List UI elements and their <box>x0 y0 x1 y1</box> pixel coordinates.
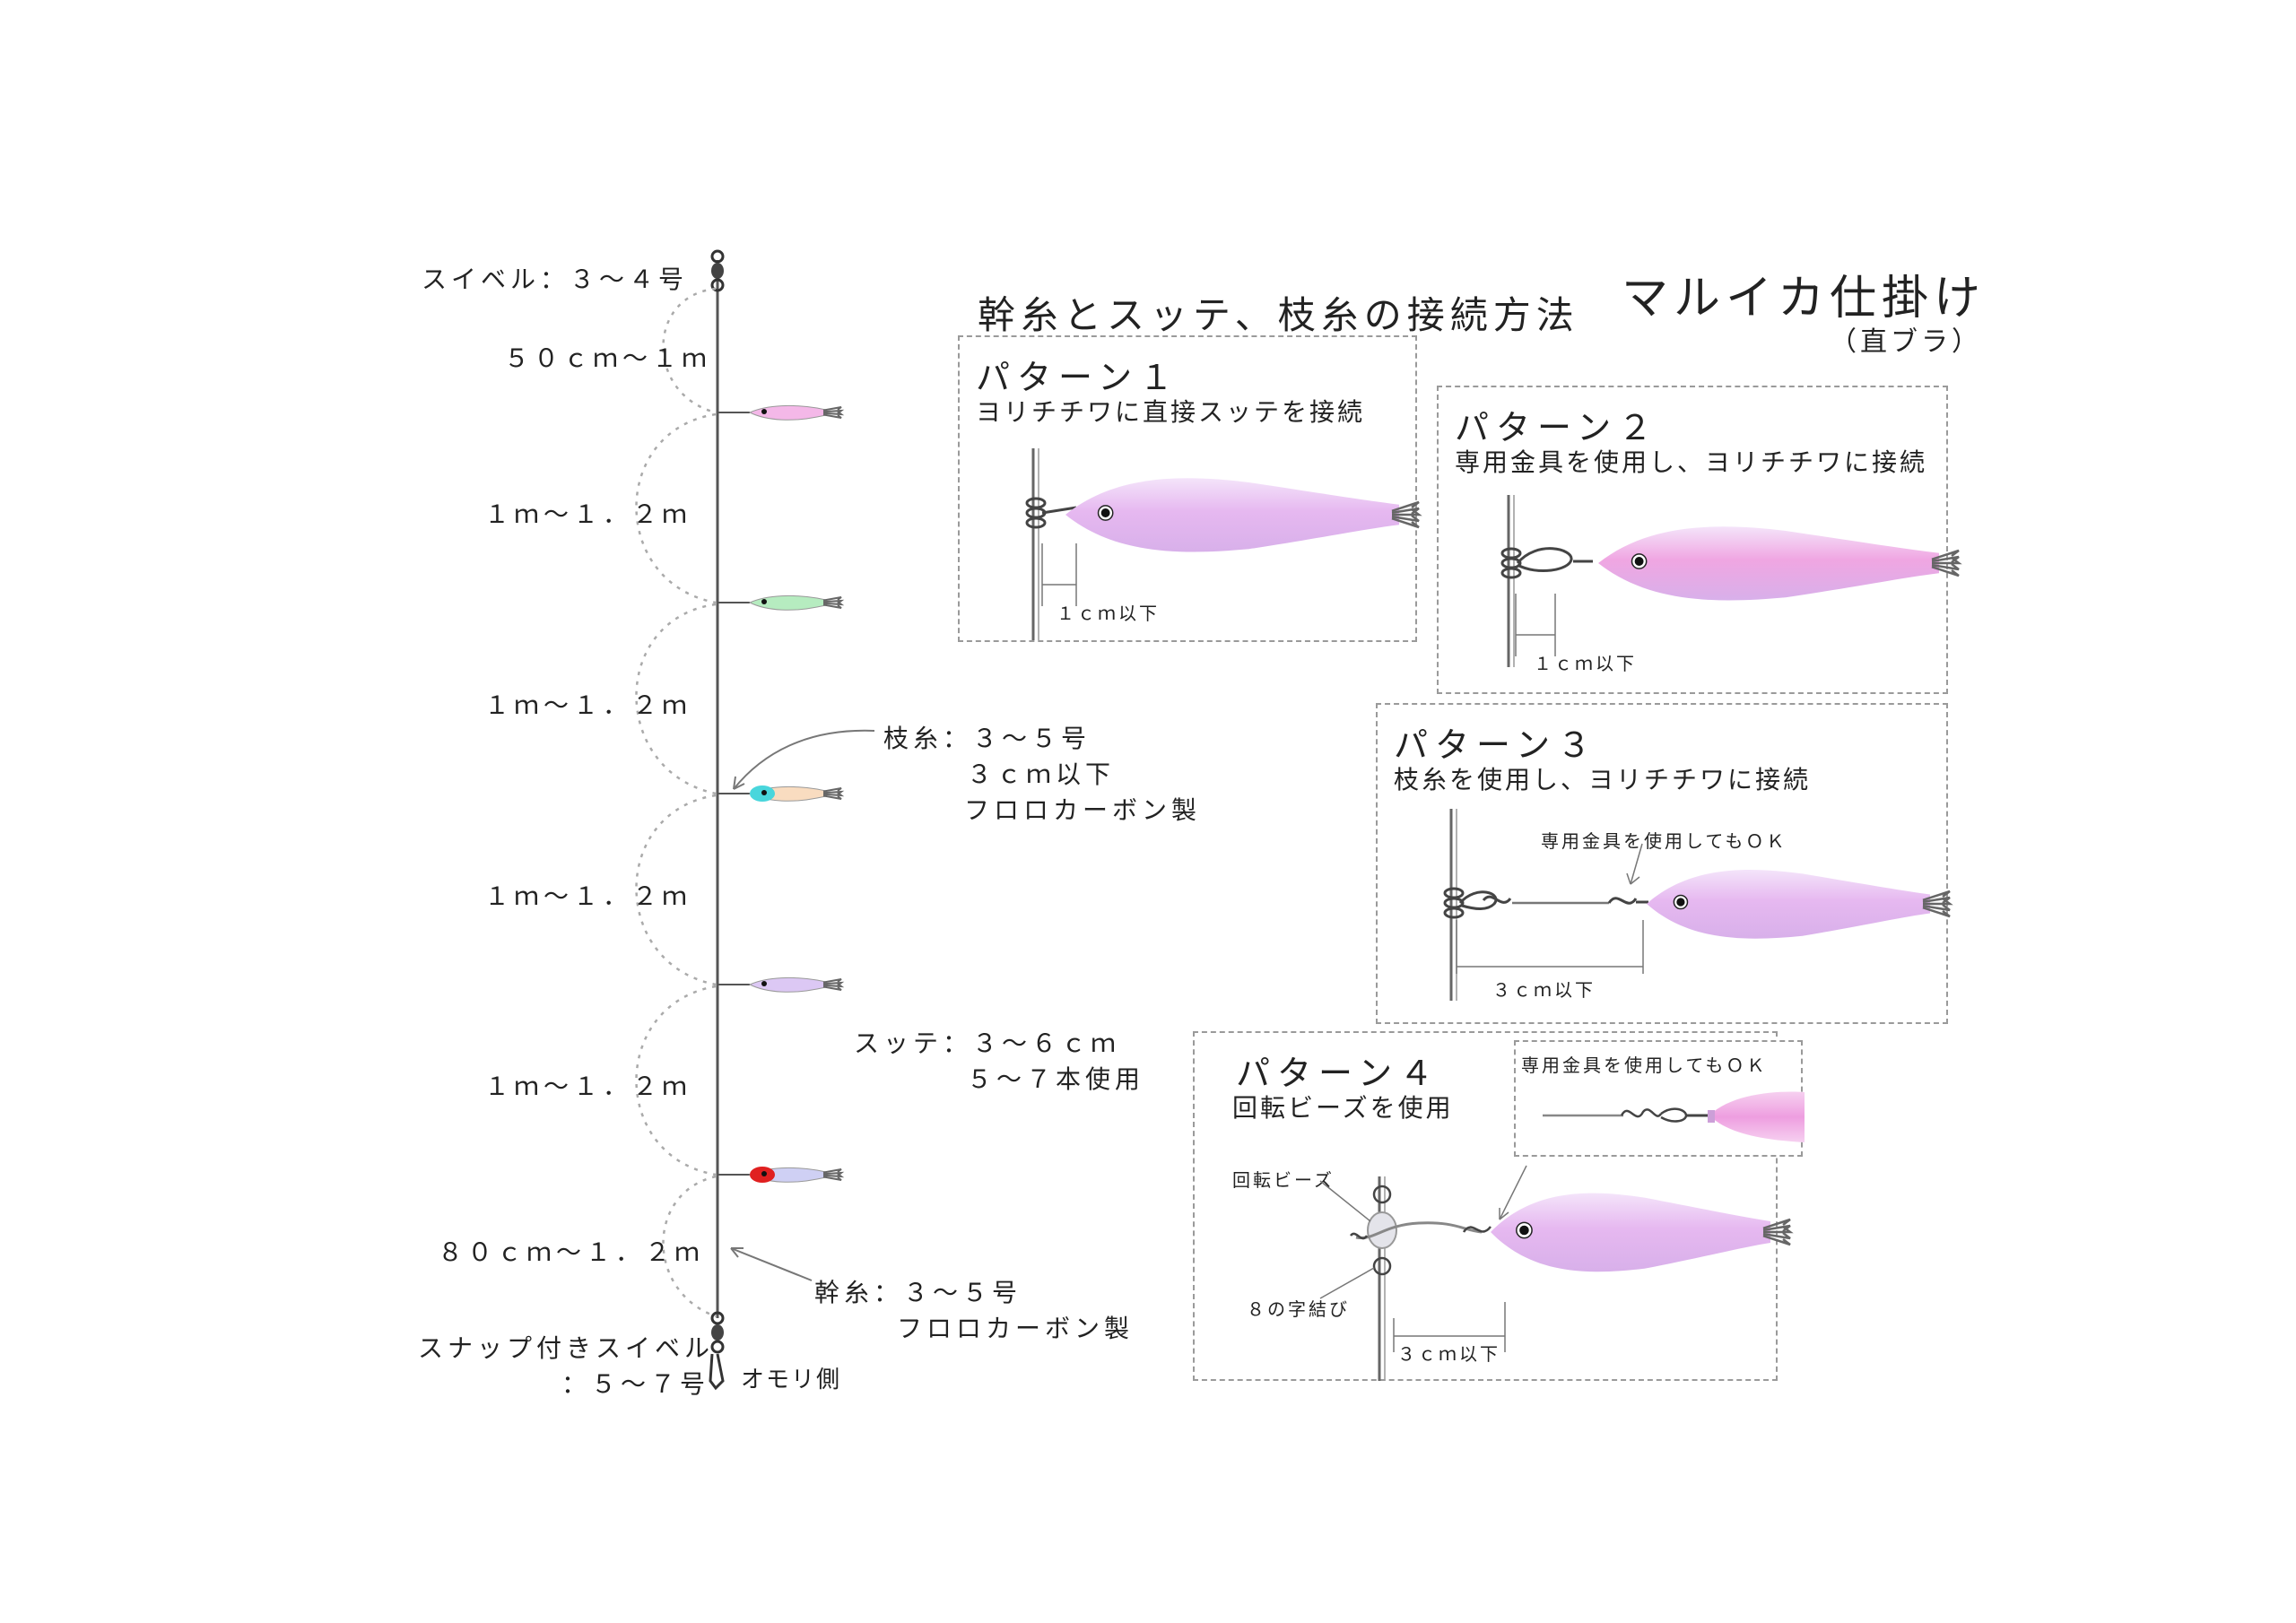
pattern-4-title: パターン４ <box>1236 1054 1441 1093</box>
pattern-2-box: パターン２ 専用金具を使用し、ヨリチチワに接続 １ｃｍ以下 <box>1437 386 1962 694</box>
pattern-3-lure <box>1647 870 1953 939</box>
pattern-4-bead-label: 回転ビーズ <box>1232 1169 1335 1191</box>
pattern-1-title: パターン１ <box>976 358 1181 397</box>
top-swivel-icon <box>710 249 725 292</box>
pattern-4-inset-illustration <box>1543 1091 1805 1142</box>
spacing-4-label: １ｍ～１．２ｍ <box>484 1072 692 1101</box>
pattern-2-note: １ｃｍ以下 <box>1534 653 1637 674</box>
branch-line-label: 枝糸：３～５号 <box>883 724 1091 753</box>
pattern-4-illustration <box>1319 1165 1794 1381</box>
snap-swivel-label: スナップ付きスイベル <box>418 1333 715 1363</box>
rig-lure-5 <box>718 1167 845 1183</box>
sinker-side-label: オモリ側 <box>741 1367 842 1393</box>
section-title: 幹糸とスッテ、枝糸の接続方法 <box>978 293 1579 337</box>
callout-arrows <box>730 729 875 1281</box>
pattern-2-illustration <box>1500 495 1962 667</box>
rig-lure-2 <box>718 595 845 611</box>
pattern-3-box: パターン３ 枝糸を使用し、ヨリチチワに接続 専用金具を使用してもＯＫ ３ｃｍ以下 <box>1376 703 1953 1024</box>
branch-material-label: フロロカーボン製 <box>964 795 1202 825</box>
snap-swivel-icon <box>709 1311 725 1391</box>
sutte-size-label: スッテ：３～６ｃｍ <box>854 1028 1121 1058</box>
snap-swivel-size-label: ：５～７号 <box>561 1369 710 1399</box>
pattern-4-lure <box>1491 1193 1794 1272</box>
main-line-material-label: フロロカーボン製 <box>897 1314 1135 1343</box>
rig-lure-1 <box>718 404 845 421</box>
rig-lure-3 <box>718 785 845 802</box>
pattern-4-note: ３ｃｍ以下 <box>1397 1343 1500 1365</box>
main-subtitle: （直ブラ） <box>1830 326 1982 358</box>
pattern-1-illustration <box>1025 448 1422 640</box>
pattern-1-note: １ｃｍ以下 <box>1057 603 1160 624</box>
spacing-2-label: １ｍ～１．２ｍ <box>484 690 692 720</box>
main-title: マルイカ仕掛け <box>1622 272 1987 325</box>
main-line-size-label: 幹糸：３～５号 <box>814 1278 1022 1307</box>
pattern-4-knot-label: ８の字結び <box>1247 1298 1350 1320</box>
pattern-2-title: パターン２ <box>1455 408 1660 447</box>
rig-lure-4 <box>718 976 845 993</box>
pattern-1-lure <box>1065 478 1422 552</box>
pattern-3-illustration <box>1443 809 1953 1001</box>
spacing-3-label: １ｍ～１．２ｍ <box>484 881 692 911</box>
rotating-bead <box>1367 1211 1397 1249</box>
spacing-top-label: ５０ｃｍ～１ｍ <box>504 343 712 373</box>
spacing-arcs <box>635 287 717 1318</box>
branch-length-label: ３ｃｍ以下 <box>967 759 1116 789</box>
pattern-4-box: パターン４ 回転ビーズを使用 回転ビーズ ８の字結び ３ｃｍ以下 <box>1193 1031 1794 1381</box>
spacing-1-label: １ｍ～１．２ｍ <box>484 499 692 529</box>
pattern-3-callout: 専用金具を使用してもＯＫ <box>1541 830 1787 852</box>
pattern-3-desc: 枝糸を使用し、ヨリチチワに接続 <box>1394 765 1812 794</box>
pattern-2-lure <box>1598 526 1962 601</box>
swivel-top-label: スイベル：３～４号 <box>422 265 689 294</box>
pattern-1-box: パターン１ ヨリチチワに直接スッテを接続 １ｃｍ以下 <box>958 335 1422 642</box>
pattern-3-note: ３ｃｍ以下 <box>1492 979 1596 1001</box>
sutte-count-label: ５～７本使用 <box>967 1064 1145 1094</box>
pattern-2-desc: 専用金具を使用し、ヨリチチワに接続 <box>1455 447 1928 477</box>
pattern-1-desc: ヨリチチワに直接スッテを接続 <box>976 397 1366 427</box>
spacing-bottom-label: ８０ｃｍ～１．２ｍ <box>438 1237 705 1267</box>
pattern-4-inset-label: 専用金具を使用してもＯＫ <box>1521 1055 1768 1076</box>
pattern-3-title: パターン３ <box>1394 725 1599 765</box>
pattern-4-inset: 専用金具を使用してもＯＫ <box>1514 1040 1805 1157</box>
pattern-4-desc: 回転ビーズを使用 <box>1232 1093 1454 1123</box>
